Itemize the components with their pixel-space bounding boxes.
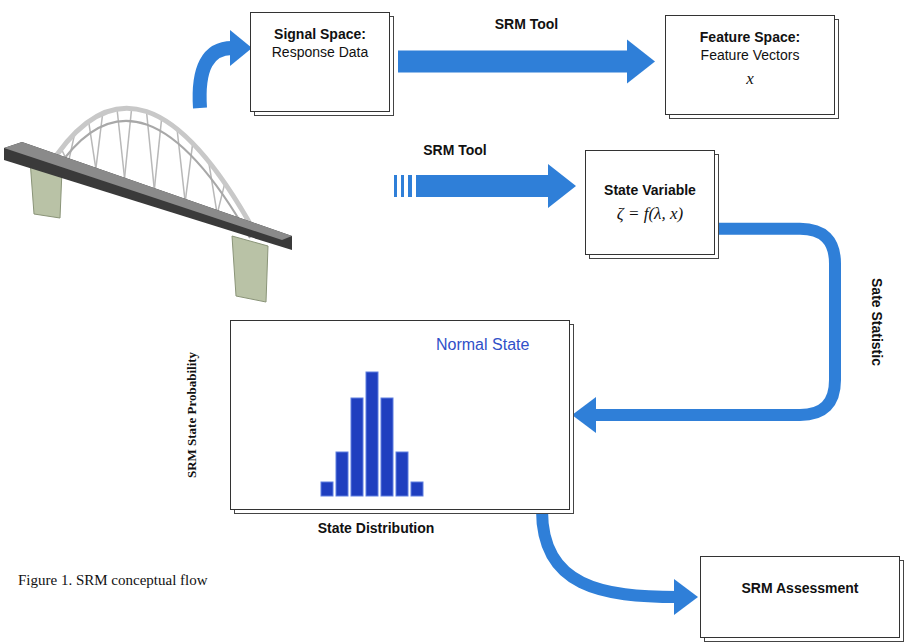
box-heading: Signal Space: — [274, 25, 366, 43]
box-text: x — [746, 68, 754, 90]
histogram-bar — [321, 482, 333, 496]
arrow-hash — [401, 175, 404, 197]
box-heading: SRM Assessment — [742, 579, 859, 597]
arrow-shaft — [398, 51, 627, 73]
arrow-head — [230, 30, 252, 66]
arrow-hash — [408, 175, 412, 197]
arrow-shaft — [590, 229, 835, 415]
arrow-head — [572, 397, 596, 433]
box-heading: Normal State — [436, 335, 529, 356]
box-heading: State Variable — [604, 181, 696, 199]
edge-label: SRM Tool — [495, 16, 559, 32]
histogram-bar — [381, 398, 393, 496]
tool-label: SRM Tool — [423, 142, 487, 158]
arrow-shaft — [542, 510, 678, 597]
box-heading: Feature Space: — [700, 28, 800, 46]
edge-label: Sate Statistic — [869, 278, 885, 366]
signal-space-box: Signal Space:Response Data — [250, 12, 390, 112]
bridge-pier — [232, 236, 268, 302]
block-arrow — [416, 164, 576, 208]
curved-arrow — [200, 48, 232, 108]
arrow-head — [627, 40, 655, 84]
feature-space-box: Feature Space:Feature Vectors x — [665, 15, 835, 115]
box-text: Response Data — [272, 43, 369, 61]
box-text: Feature Vectors — [701, 46, 800, 64]
truss-member — [177, 129, 185, 201]
bridge-deck-top — [4, 142, 292, 240]
histogram-bar — [351, 398, 363, 496]
arrow-hash — [394, 175, 397, 197]
histogram-bar — [336, 452, 348, 496]
figure-caption: Figure 1. SRM conceptual flow — [18, 572, 208, 589]
assessment-box: SRM Assessment — [700, 556, 900, 638]
axis-label: State Distribution — [318, 520, 435, 536]
truss-member — [147, 112, 155, 192]
histogram-bar — [396, 452, 408, 496]
axis-label: SRM State Probability — [184, 352, 200, 478]
state-variable-box: State Variable ζ = f(λ, x) — [585, 150, 715, 255]
state-distribution-chart: Normal State — [230, 320, 570, 510]
box-text: ζ = f(λ, x) — [617, 203, 683, 225]
histogram-bar — [411, 482, 423, 496]
bridge-deck — [4, 142, 292, 250]
histogram-bar — [366, 372, 378, 496]
arrow-head — [674, 579, 698, 615]
